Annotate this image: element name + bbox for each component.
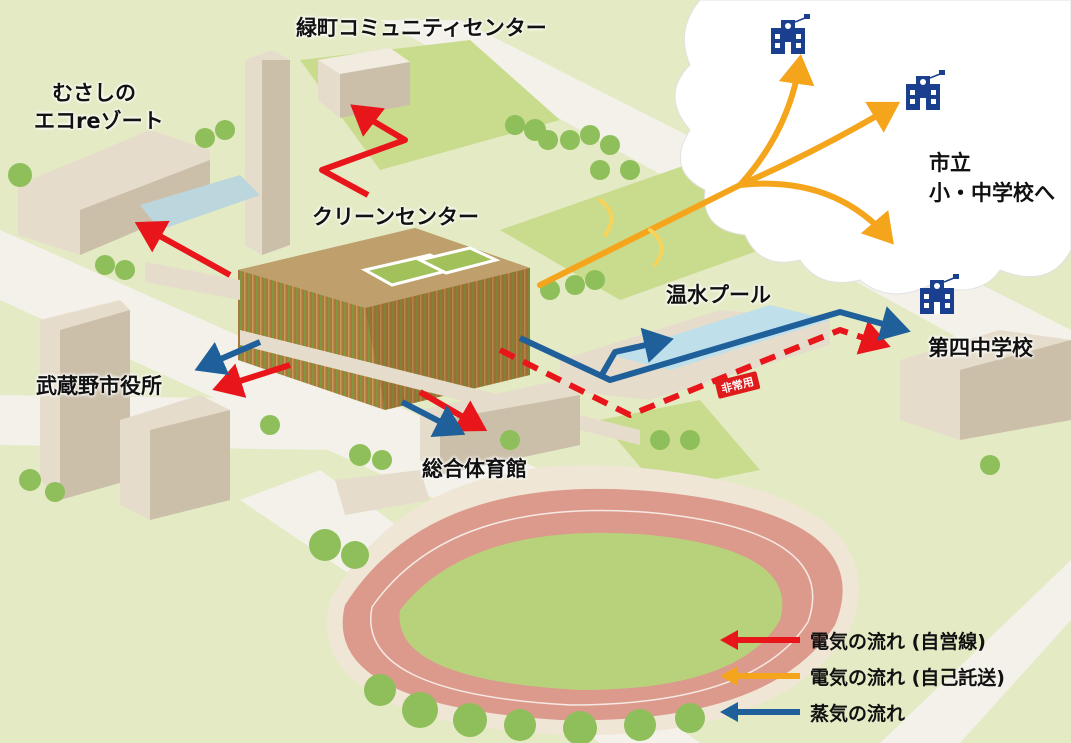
label-eco-resort-line2: エコreゾート bbox=[34, 109, 164, 133]
legend-arrow-red bbox=[720, 630, 800, 650]
legend-label: 電気の流れ (自営線) bbox=[810, 630, 986, 653]
legend-label: 蒸気の流れ bbox=[810, 702, 906, 725]
steam-flows bbox=[194, 306, 911, 437]
school-icon bbox=[906, 70, 945, 110]
stadium bbox=[326, 465, 859, 736]
community-center-building bbox=[318, 48, 410, 118]
label-pool: 温水プール bbox=[666, 283, 771, 307]
label-school-4: 第四中学校 bbox=[928, 336, 1033, 360]
eco-resort-building bbox=[18, 130, 260, 255]
legend-item-steam: 蒸気の流れ bbox=[720, 694, 1070, 730]
school4-building bbox=[900, 330, 1071, 440]
label-city-hall: 武蔵野市役所 bbox=[36, 374, 162, 398]
label-eco-resort-line1: むさしの bbox=[52, 81, 136, 105]
school-cloud bbox=[674, 0, 1071, 295]
label-clean-center: クリーンセンター bbox=[312, 205, 479, 229]
chimney bbox=[245, 50, 290, 255]
label-gym: 総合体育館 bbox=[422, 457, 527, 481]
walkway bbox=[145, 262, 240, 300]
label-city-schools-line1: 市立 bbox=[929, 151, 971, 175]
school-icon bbox=[771, 14, 810, 54]
city-hall-building bbox=[40, 300, 230, 520]
legend-arrow-orange bbox=[720, 666, 800, 686]
school-icon bbox=[920, 274, 959, 314]
legend-arrow-blue bbox=[720, 702, 800, 722]
electric-private-flows bbox=[134, 104, 891, 432]
legend-label: 電気の流れ (自己託送) bbox=[810, 666, 1005, 689]
electric-wheeling-flows bbox=[537, 54, 901, 288]
label-community-center: 緑町コミュニティセンター bbox=[296, 16, 547, 40]
legend: 電気の流れ (自営線) 電気の流れ (自己託送) 蒸気の流れ bbox=[720, 622, 1070, 730]
legend-item-electric-wheeling: 電気の流れ (自己託送) bbox=[720, 658, 1070, 694]
trees bbox=[8, 115, 1000, 743]
legend-item-electric-private: 電気の流れ (自営線) bbox=[720, 622, 1070, 658]
label-city-schools-line2: 小・中学校へ bbox=[929, 181, 1055, 205]
